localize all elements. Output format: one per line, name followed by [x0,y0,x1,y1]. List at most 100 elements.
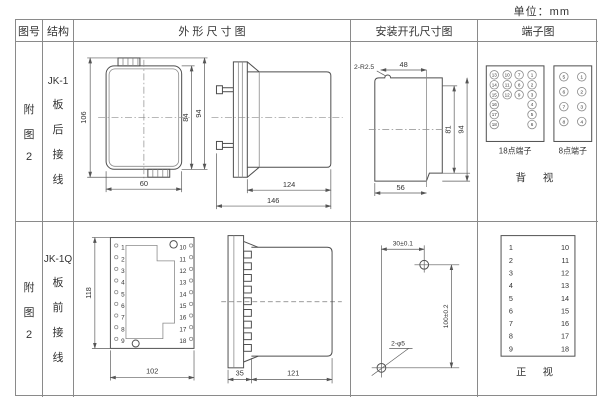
term-8: 8 [509,332,513,341]
terminal-3: 3 [580,104,583,110]
dim-124: 124 [283,180,295,189]
term-14: 14 [179,291,187,298]
jk1q-front-view: 1 2 3 4 5 6 7 8 9 10 11 12 13 14 15 16 1 [84,236,195,381]
term-15: 15 [179,303,187,310]
term-10: 10 [179,245,187,252]
dim-30: 30±0.1 [393,240,413,247]
term-18: 18 [561,344,569,353]
terminal-stud [215,140,234,150]
term-14: 14 [561,294,569,303]
dim-81: 81 [444,125,453,133]
side-dimensions: 35 121 [227,358,333,384]
terminal-4: 4 [531,102,534,107]
term-13: 13 [179,280,187,287]
front-terminal-numbers: 1 2 3 4 5 6 7 8 9 10 11 12 13 14 15 16 1 [114,243,194,345]
row1-wiring-char: 后 [52,124,64,136]
row1-fig-char: 2 [25,150,33,163]
label-8-point: 8点端子 [559,145,587,155]
jk1-side-view: 124 146 [211,61,343,210]
header-fig-no: 图号 [16,20,43,42]
spec-table: 图号 结构 外 形 尺 寸 图 安装开孔尺寸图 端子图 附 图 2 JK-1 板… [15,19,598,397]
term-9: 9 [121,338,125,345]
front-dimensions: 106 84 94 60 [79,57,208,193]
terminal-14: 14 [492,82,498,87]
row1-terminal-cell: 13 14 15 16 17 18 10 11 12 7 8 9 1 2 3 4 [478,42,598,222]
dim-106: 106 [79,111,88,123]
dim-94: 94 [457,125,466,133]
jk1q-outline-drawing: 1 2 3 4 5 6 7 8 9 10 11 12 13 14 15 16 1 [84,235,342,384]
term-11: 11 [179,256,186,263]
row1-install-cell: 2-R2.5 48 81 94 56 [351,42,478,222]
term-1: 1 [121,245,125,252]
side-terminal-tabs [243,250,252,352]
terminal-block-8: 5 6 7 8 1 2 3 4 [553,65,593,142]
term-5: 5 [509,294,513,303]
term-17: 17 [179,326,187,333]
terminal-10: 10 [505,72,511,77]
term-5: 5 [121,291,125,298]
side-dimensions: 124 146 [215,153,332,210]
terminal-17: 17 [492,112,498,117]
top-terminal-comb [117,57,141,67]
row2-outline-cell: 1 2 3 4 5 6 7 8 9 10 11 12 13 14 15 16 1 [74,222,351,397]
row1-wiring-char: 接 [52,149,64,161]
note-2-r2-5: 2-R2.5 [354,64,374,71]
terminal-block-18: 13 14 15 16 17 18 10 11 12 7 8 9 1 2 3 4 [485,65,545,142]
terminal-numbers: 1 2 3 4 5 6 7 8 9 10 11 12 13 14 15 16 1… [509,243,569,353]
row1-structure-label: JK-1 板 后 接 线 [48,76,69,187]
term-3: 3 [509,268,513,277]
term-3: 3 [121,268,125,275]
terminal-3: 3 [531,92,534,97]
terminal-5: 5 [531,112,534,117]
unit-label: 单位：mm [513,6,570,18]
terminal-9: 9 [518,92,521,97]
term-6: 6 [121,303,125,310]
dim-84: 84 [181,113,190,121]
row1-fig-cell: 附 图 2 [16,42,43,222]
term-7: 7 [509,319,513,328]
dim-118: 118 [84,287,93,299]
dim-48: 48 [399,60,407,69]
row1-fig-label: 附 图 2 [24,101,35,163]
term-4: 4 [121,280,125,287]
row1-model: JK-1 [47,76,69,87]
row2-wiring-char: 前 [52,302,64,314]
jk1-outline-drawing: 106 84 94 60 [79,57,343,210]
header-structure: 结构 [43,20,74,42]
row1-wiring-char: 板 [52,99,64,111]
dim-102: 102 [146,367,158,376]
terminal-stud [215,85,234,95]
row1-wiring-char: 线 [52,174,64,186]
terminal-2: 2 [531,82,534,87]
install-dimensions: 2-R2.5 48 81 94 56 [354,60,471,196]
terminal-5: 5 [562,75,565,81]
front-view-label: 正 视 [516,366,560,379]
terminal-13: 13 [492,72,498,77]
terminal-1: 1 [531,72,534,77]
terminal-2: 2 [580,90,583,96]
term-2: 2 [121,256,125,263]
dim-56: 56 [396,183,404,192]
label-18-point: 18点端子 [499,145,532,155]
row2-fig-label: 附 图 2 [24,279,35,341]
row2-fig-char: 附 [23,281,35,294]
dim-60: 60 [140,179,148,188]
terminal-16: 16 [492,102,498,107]
terminal-6: 6 [531,122,534,127]
row1-fig-char: 图 [23,128,35,141]
row2-fig-char: 2 [25,328,33,341]
header-install: 安装开孔尺寸图 [351,20,478,42]
header-terminal: 端子图 [478,20,598,42]
front-dimensions: 118 102 [84,236,195,381]
cutout-outline [368,69,449,188]
term-15: 15 [561,306,569,315]
term-13: 13 [561,281,569,290]
bottom-terminal-comb [147,168,171,178]
row2-structure-label: JK-1Q 板 前 接 线 [44,254,72,365]
terminal-12: 12 [505,92,511,97]
row1-fig-char: 附 [23,103,35,116]
terminal-18: 18 [492,122,498,127]
term-9: 9 [509,344,513,353]
jk1-install-drawing: 2-R2.5 48 81 94 56 [354,60,471,196]
row1-outline-cell: 106 84 94 60 [74,42,351,222]
